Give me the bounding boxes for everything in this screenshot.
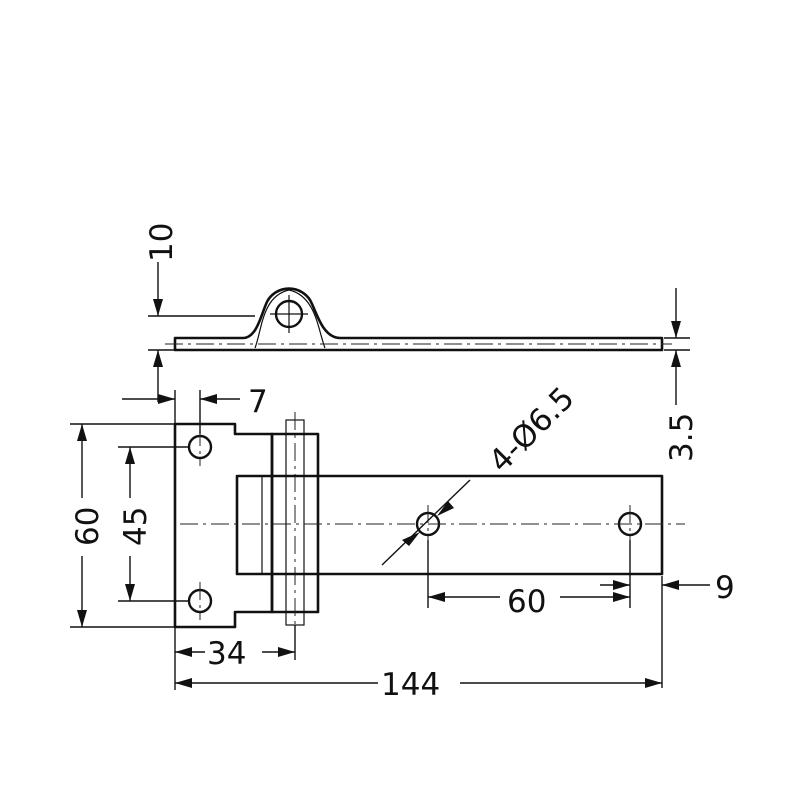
dim-label-3-5: 3.5	[664, 413, 700, 462]
dim-plate-thickness: 3.5	[664, 288, 700, 462]
dim-height: 60	[70, 423, 176, 628]
dim-edge-distance: 9	[600, 570, 735, 688]
dim-hole-spacing-horizontal: 60	[427, 540, 631, 620]
front-view	[173, 412, 685, 635]
dim-offset: 7	[122, 384, 268, 434]
dim-overall-length: 144	[175, 667, 662, 703]
dim-label-60-height: 60	[70, 507, 106, 546]
dim-top-thickness: 10	[144, 223, 255, 402]
dim-label-60-spacing: 60	[507, 584, 546, 620]
dim-label-hole-spec: 4-Ø6.5	[482, 380, 581, 479]
strap-inner-step	[261, 475, 319, 575]
dim-label-7: 7	[248, 384, 268, 420]
strap-leaf	[235, 474, 664, 576]
dim-hole-spec: 4-Ø6.5	[381, 380, 582, 566]
dim-label-10: 10	[144, 223, 180, 262]
side-view-profile	[173, 287, 664, 352]
dim-label-9: 9	[715, 570, 735, 606]
dim-label-144: 144	[381, 667, 440, 703]
dim-label-34: 34	[207, 636, 246, 672]
knuckle-inner-outline	[254, 289, 326, 349]
side-view	[165, 287, 672, 352]
dim-leaf-width: 34	[174, 625, 296, 690]
dim-hole-spacing-vertical: 45	[118, 446, 190, 602]
dim-label-45: 45	[118, 507, 154, 546]
